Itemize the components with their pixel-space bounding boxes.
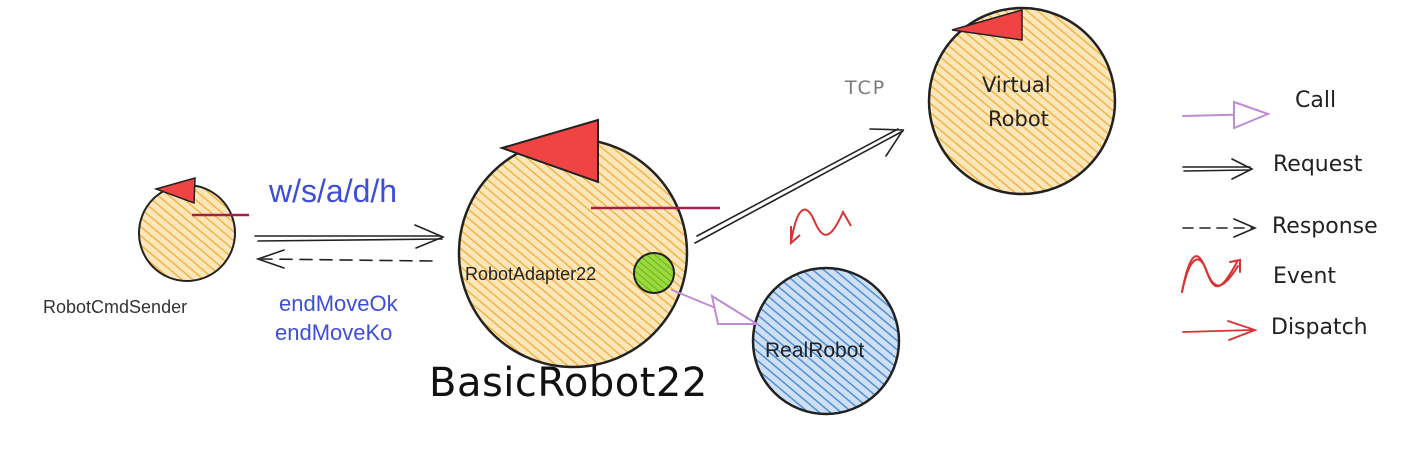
basic-robot-label: BasicRobot22: [429, 360, 708, 406]
basic-robot-flag: [498, 118, 599, 184]
legend-event-icon: [1181, 255, 1241, 293]
cmd-sender-flag: [153, 176, 196, 205]
legend-response-label: Response: [1272, 214, 1378, 239]
event-squiggle: [790, 208, 852, 243]
basic-robot-node[interactable]: [457, 118, 720, 369]
call-arrow-real-robot: [671, 289, 761, 325]
legend-call-label: Call: [1295, 88, 1337, 113]
legend-dispatch-label: Dispatch: [1271, 315, 1368, 340]
cmd-sender-label: RobotCmdSender: [43, 297, 188, 317]
real-robot-node[interactable]: [751, 266, 901, 416]
virtual-robot-label-line1: Virtual: [982, 73, 1051, 97]
virtual-robot-flag: [951, 9, 1023, 41]
legend-dispatch-icon: [1182, 320, 1258, 341]
virtual-robot-node[interactable]: [927, 6, 1117, 196]
response-label-ok: endMoveOk: [279, 291, 398, 316]
response-arrow-events: [255, 249, 433, 269]
adapter-label: RobotAdapter22: [465, 264, 597, 284]
virtual-robot-label-line2: Robot: [988, 107, 1049, 131]
cmd-sender-node[interactable]: [138, 176, 249, 282]
legend-response-icon: [1182, 218, 1258, 238]
real-robot-label: RealRobot: [765, 339, 865, 362]
legend-event-label: Event: [1273, 264, 1337, 289]
request-arrow-commands: [254, 224, 446, 249]
legend-call-icon: [1182, 100, 1271, 130]
legend-request-label: Request: [1273, 152, 1363, 177]
response-label-ko: endMoveKo: [275, 320, 393, 345]
commands-label: w/s/a/d/h: [269, 173, 398, 209]
event-squiggle-head: [790, 226, 801, 246]
adapter-port[interactable]: [633, 252, 675, 294]
legend-request-icon: [1182, 158, 1254, 180]
request-arrow-tcp: [694, 128, 905, 244]
tcp-label: TCP: [845, 77, 887, 99]
